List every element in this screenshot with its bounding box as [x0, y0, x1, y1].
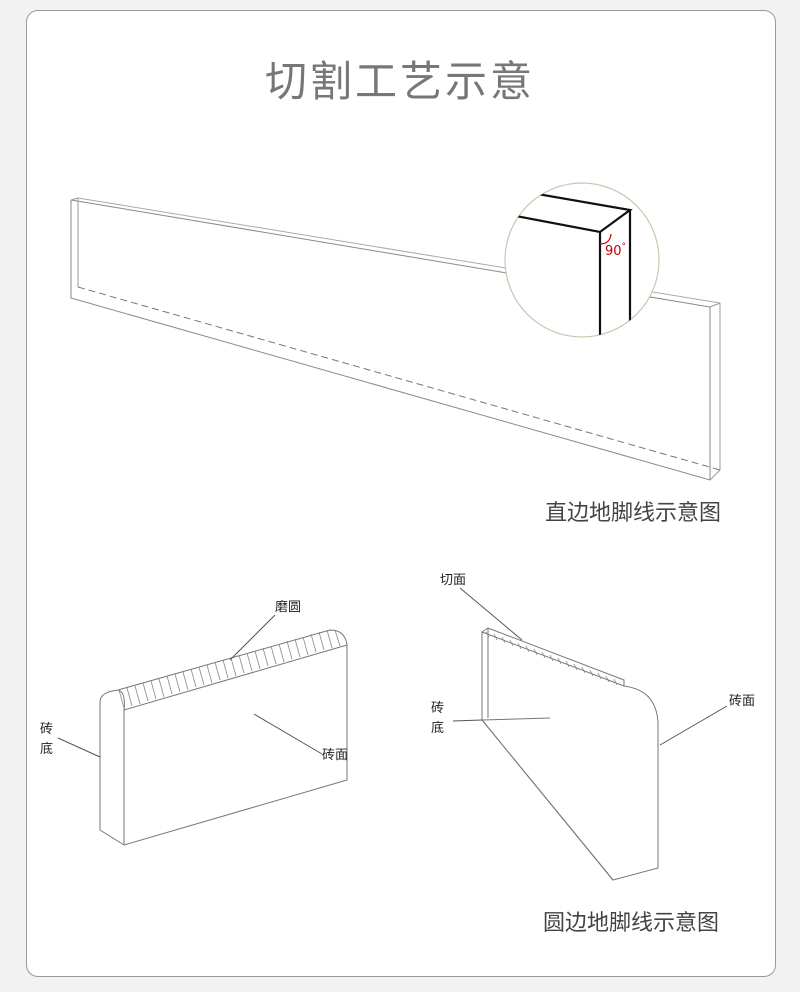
label-polish: 磨圆 [275, 600, 301, 615]
label-base-left-1: 砖 [40, 722, 53, 737]
round-caption: 圆边地脚线示意图 [543, 911, 720, 936]
label-base-left-2: 底 [40, 741, 53, 757]
label-base-right-1: 砖 [431, 701, 444, 716]
angle-label: 90° [605, 242, 626, 259]
round-skirting-board-right [452, 587, 728, 881]
page-title: 切割工艺示意 [264, 57, 535, 106]
round-skirting-board-left [57, 614, 348, 846]
label-face-left: 砖面 [322, 748, 348, 763]
label-face-right: 砖面 [729, 694, 755, 709]
corner-zoom-detail [504, 182, 660, 338]
label-cut: 切面 [440, 573, 466, 588]
label-base-right-2: 底 [431, 720, 444, 736]
straight-caption: 直边地脚线示意图 [545, 501, 722, 526]
